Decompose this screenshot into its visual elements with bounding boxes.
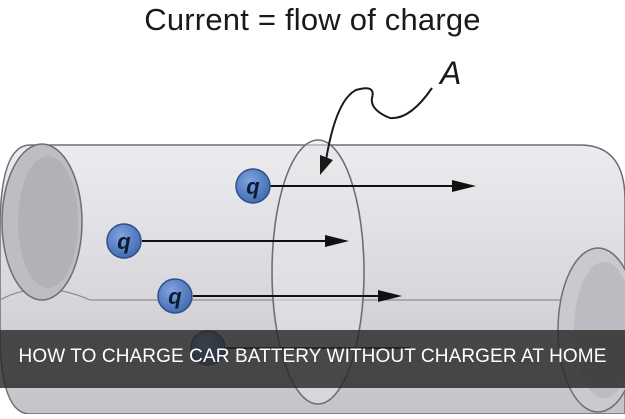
- charge-particle-3: [157, 278, 193, 314]
- caption-banner: [0, 330, 625, 388]
- area-pointer-arrow: [325, 87, 433, 161]
- charge-arrowhead-3: [378, 290, 402, 302]
- charge-particle-1: [235, 168, 271, 204]
- charge-label-2: q: [117, 229, 131, 254]
- charge-particle-2: [106, 223, 142, 259]
- diagram-title: Current = flow of charge: [144, 2, 481, 37]
- area-label: A: [438, 55, 461, 91]
- caption-banner-text: HOW TO CHARGE CAR BATTERY WITHOUT CHARGE…: [18, 346, 607, 367]
- charge-arrowhead-1: [452, 180, 476, 192]
- charge-arrowhead-2: [325, 235, 349, 247]
- charge-label-1: q: [246, 174, 260, 199]
- charge-label-3: q: [168, 284, 182, 309]
